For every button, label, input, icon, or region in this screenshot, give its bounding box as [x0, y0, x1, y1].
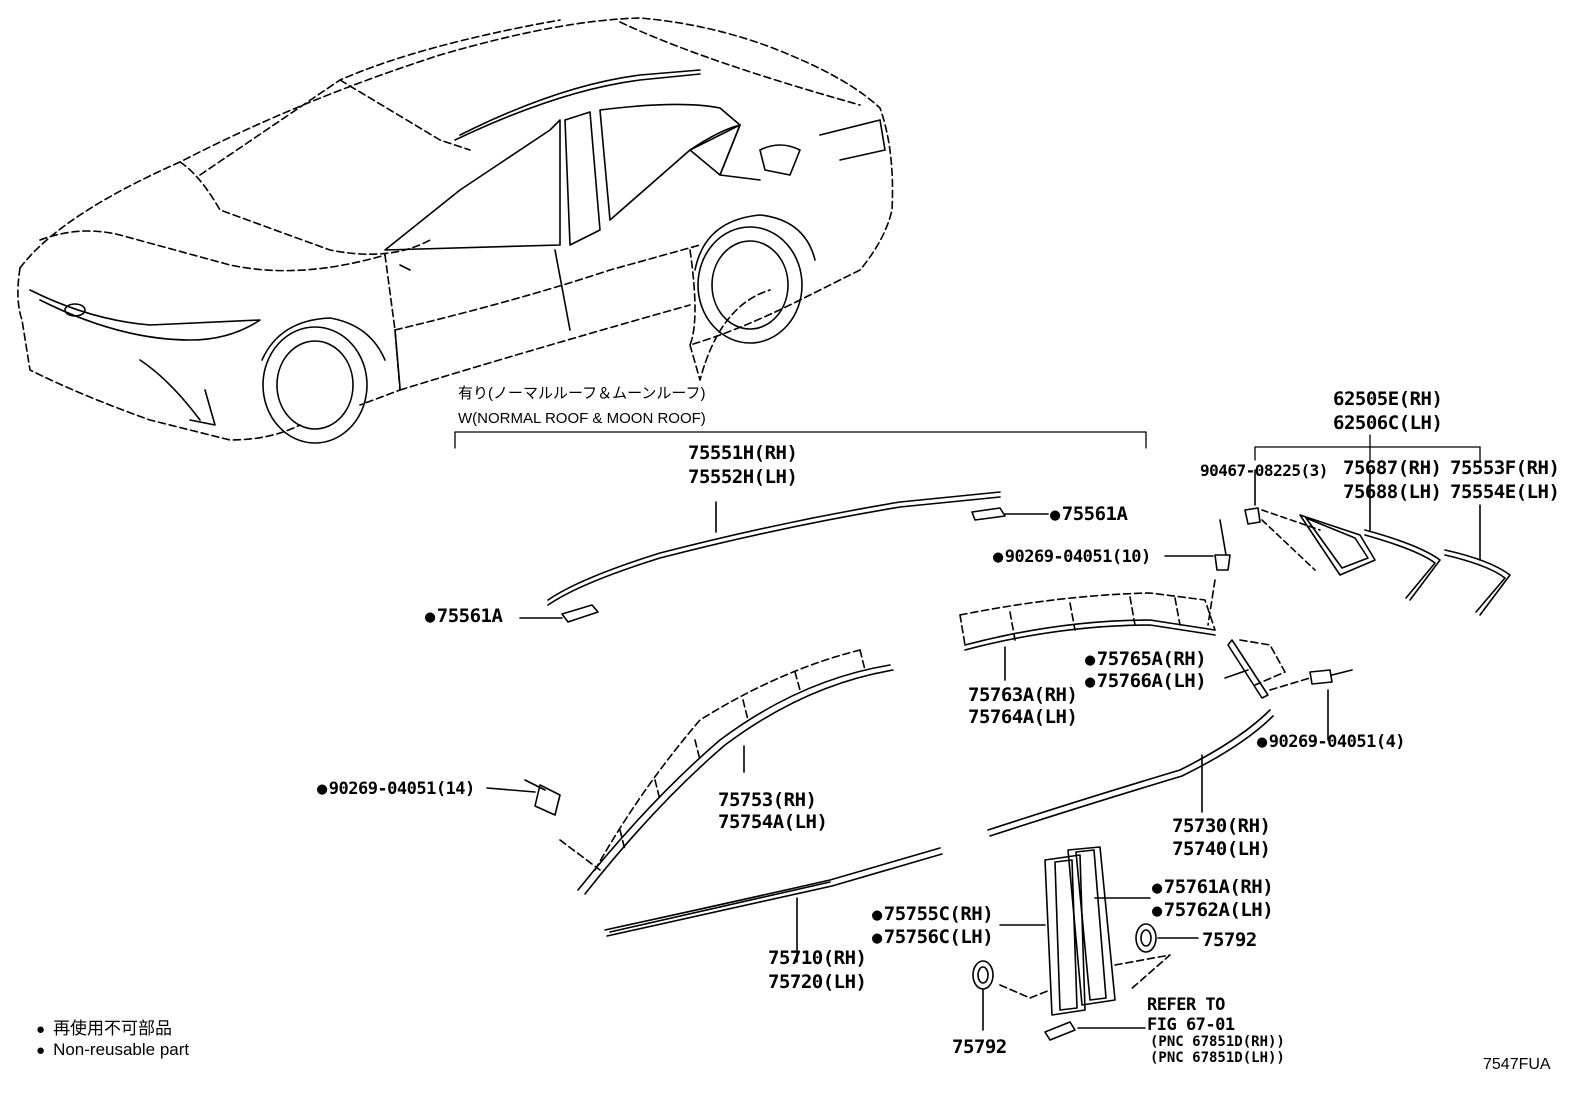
part-75765a-rh: 75765A(RH) — [1085, 648, 1207, 671]
vehicle-details — [29, 69, 886, 444]
part-75792-bottom: 75792 — [952, 1036, 1007, 1058]
roof-moulding — [519, 491, 1049, 623]
rear-belt-moulding — [987, 709, 1274, 837]
part-75561a-right: 75561A — [1050, 503, 1128, 526]
part-90467: 90467-08225(3) — [1200, 461, 1328, 480]
part-75755c-rh: 75755C(RH) — [872, 903, 994, 926]
assembly-bracket-62505 — [1254, 434, 1481, 461]
front-belt-moulding — [604, 847, 943, 963]
part-75763a-rh: 75763A(RH) — [968, 684, 1078, 706]
legend-en: ● Non-reusable part — [36, 1040, 189, 1060]
part-75766a-lh: 75766A(LH) — [1085, 670, 1207, 693]
part-75687-rh: 75687(RH) — [1343, 457, 1442, 479]
part-75761a-rh: 75761A(RH) — [1152, 876, 1274, 899]
part-90269-4: 90269-04051(4) — [1257, 731, 1406, 753]
part-75756c-lh: 75756C(LH) — [872, 926, 994, 949]
part-75792-right: 75792 — [1202, 929, 1257, 951]
part-75753-rh: 75753(RH) — [718, 789, 817, 811]
part-75561a-left: 75561A — [425, 605, 503, 628]
part-75720-lh: 75720(LH) — [768, 971, 867, 993]
figure-id: 7547FUA — [1483, 1056, 1551, 1073]
part-75762a-lh: 75762A(LH) — [1152, 899, 1274, 922]
part-62505e-rh: 62505E(RH) — [1333, 388, 1443, 410]
part-75553f-rh: 75553F(RH) — [1450, 457, 1560, 479]
part-90269-14: 90269-04051(14) — [317, 778, 476, 800]
part-90269-10: 90269-04051(10) — [993, 546, 1152, 568]
refer-to-line4: (PNC 67851D(LH)) — [1150, 1050, 1285, 1066]
part-75554e-lh: 75554E(LH) — [1450, 481, 1560, 503]
part-62506c-lh: 62506C(LH) — [1333, 412, 1443, 434]
legend-jp-text: 再使用不可部品 — [53, 1019, 173, 1038]
part-75754a-lh: 75754A(LH) — [718, 811, 828, 833]
variant-label-en: W(NORMAL ROOF & MOON ROOF) — [458, 410, 706, 427]
quarter-window-parts — [1244, 469, 1511, 616]
part-75730-rh: 75730(RH) — [1172, 815, 1271, 837]
center-pillar-garnish — [972, 846, 1199, 1041]
legend-jp: ● 再使用不可部品 — [36, 1014, 172, 1039]
refer-to-line1: REFER TO — [1147, 995, 1225, 1015]
bullet-dot-icon: ● — [36, 1021, 46, 1038]
part-75740-lh: 75740(LH) — [1172, 838, 1271, 860]
variant-bracket — [454, 431, 1147, 449]
part-75710-rh: 75710(RH) — [768, 947, 867, 969]
part-75764a-lh: 75764A(LH) — [968, 706, 1078, 728]
part-75688-lh: 75688(LH) — [1343, 481, 1442, 503]
bullet-dot-icon: ● — [36, 1042, 46, 1059]
legend-en-text: Non-reusable part — [53, 1040, 190, 1059]
rear-roof-moulding — [959, 519, 1231, 681]
refer-to-line3: (PNC 67851D(RH)) — [1150, 1034, 1285, 1050]
variant-label-jp: 有り(ノーマルルーフ＆ムーンルーフ) — [458, 385, 706, 402]
part-75551-rh: 75551H(RH) — [688, 442, 798, 464]
part-75552-lh: 75552H(LH) — [688, 466, 798, 488]
front-pillar-moulding — [486, 649, 894, 895]
refer-to-line2: FIG 67-01 — [1147, 1015, 1235, 1035]
rear-pillar-garnish — [1224, 639, 1353, 741]
